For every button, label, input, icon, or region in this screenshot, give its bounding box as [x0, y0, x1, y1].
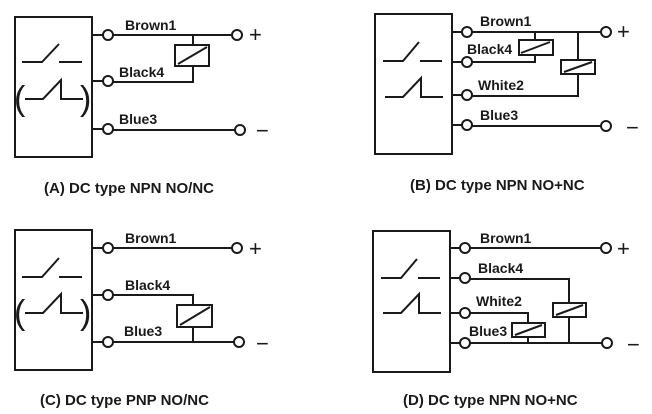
- terminal-blue3: [461, 119, 473, 131]
- nc-switch-symbol: [385, 75, 443, 98]
- nc-switch-symbol: [383, 291, 441, 314]
- label-blue3: Blue3: [124, 323, 162, 339]
- sensor-body: [374, 13, 453, 155]
- wire-white2: [470, 312, 529, 323]
- terminal-white2: [461, 89, 473, 101]
- load-relay-1: [518, 32, 554, 56]
- nc-switch-symbol: ( ): [14, 291, 91, 332]
- minus-sign: −: [626, 115, 639, 140]
- terminal-black4: [102, 75, 114, 87]
- plus-sign: +: [249, 236, 262, 261]
- load-relay: [176, 304, 213, 342]
- plus-sign: +: [617, 19, 630, 44]
- wire-black4: [113, 294, 194, 305]
- terminal-plus: [600, 26, 612, 38]
- paren-close: ): [80, 294, 91, 332]
- label-black4: Black4: [467, 41, 512, 57]
- terminal-brown1: [459, 242, 471, 254]
- terminal-minus: [600, 120, 612, 132]
- label-black4: Black4: [119, 64, 164, 80]
- terminal-plus: [231, 242, 243, 254]
- panel-c: ( ) Brown1 + Black4 Blue3 − (C) DC type …: [14, 229, 269, 409]
- terminal-plus: [600, 242, 612, 254]
- terminal-white2: [459, 307, 471, 319]
- label-brown1: Brown1: [125, 17, 177, 33]
- label-brown1: Brown1: [480, 13, 532, 29]
- load-relay-2: [511, 322, 546, 343]
- load-relay-2: [560, 32, 596, 75]
- label-blue3: Blue3: [119, 111, 157, 127]
- terminal-minus: [601, 337, 613, 349]
- panel-d: Brown1 + Black4 White2 Blue3 − (D) DC ty…: [372, 230, 640, 409]
- no-switch-symbol: [22, 43, 82, 63]
- panel-b: Brown1 + Black4 White2 Blue3 − (B) DC ty…: [374, 13, 639, 194]
- sensor-body: [372, 230, 451, 373]
- paren-open: (: [14, 80, 26, 118]
- label-white2: White2: [476, 293, 522, 309]
- paren-close: ): [80, 80, 91, 118]
- label-black4: Black4: [125, 277, 170, 293]
- caption: (A) DC type NPN NO/NC: [44, 180, 214, 197]
- minus-sign: −: [627, 332, 640, 357]
- wire-black4: [113, 67, 194, 83]
- wire-black4: [470, 278, 570, 303]
- caption: (D) DC type NPN NO+NC: [403, 392, 578, 409]
- terminal-plus: [231, 29, 243, 41]
- label-brown1: Brown1: [480, 230, 532, 246]
- terminal-black4: [459, 272, 471, 284]
- terminal-brown1: [461, 26, 473, 38]
- no-switch-symbol: [22, 257, 82, 278]
- load-relay-1: [552, 302, 587, 343]
- terminal-blue3: [102, 123, 114, 135]
- no-switch-symbol: [381, 258, 440, 279]
- plus-sign: +: [249, 22, 262, 47]
- caption: (B) DC type NPN NO+NC: [410, 177, 585, 194]
- no-switch-symbol: [383, 41, 442, 62]
- minus-sign: −: [256, 331, 269, 356]
- panel-a: ( ) Brown1 + Black4 Blue3 − (A) DC type …: [14, 16, 269, 197]
- terminal-minus: [233, 336, 245, 348]
- label-blue3: Blue3: [480, 107, 518, 123]
- load-relay: [174, 35, 210, 67]
- label-blue3: Blue3: [469, 323, 507, 339]
- terminal-brown1: [102, 242, 114, 254]
- plus-sign: +: [617, 236, 630, 261]
- wire-white2: [472, 74, 579, 97]
- minus-sign: −: [256, 118, 269, 143]
- label-black4: Black4: [478, 260, 523, 276]
- sensor-body: [14, 229, 93, 371]
- terminal-minus: [234, 124, 246, 136]
- terminal-blue3: [102, 336, 114, 348]
- nc-switch-symbol: ( ): [14, 77, 91, 118]
- paren-open: (: [14, 294, 26, 332]
- caption: (C) DC type PNP NO/NC: [40, 392, 209, 409]
- terminal-blue3: [459, 337, 471, 349]
- sensor-body: [14, 16, 93, 158]
- terminal-black4: [461, 56, 473, 68]
- label-white2: White2: [478, 77, 524, 93]
- terminal-black4: [102, 289, 114, 301]
- label-brown1: Brown1: [125, 230, 177, 246]
- terminal-brown1: [102, 29, 114, 41]
- wire-black4: [472, 55, 536, 63]
